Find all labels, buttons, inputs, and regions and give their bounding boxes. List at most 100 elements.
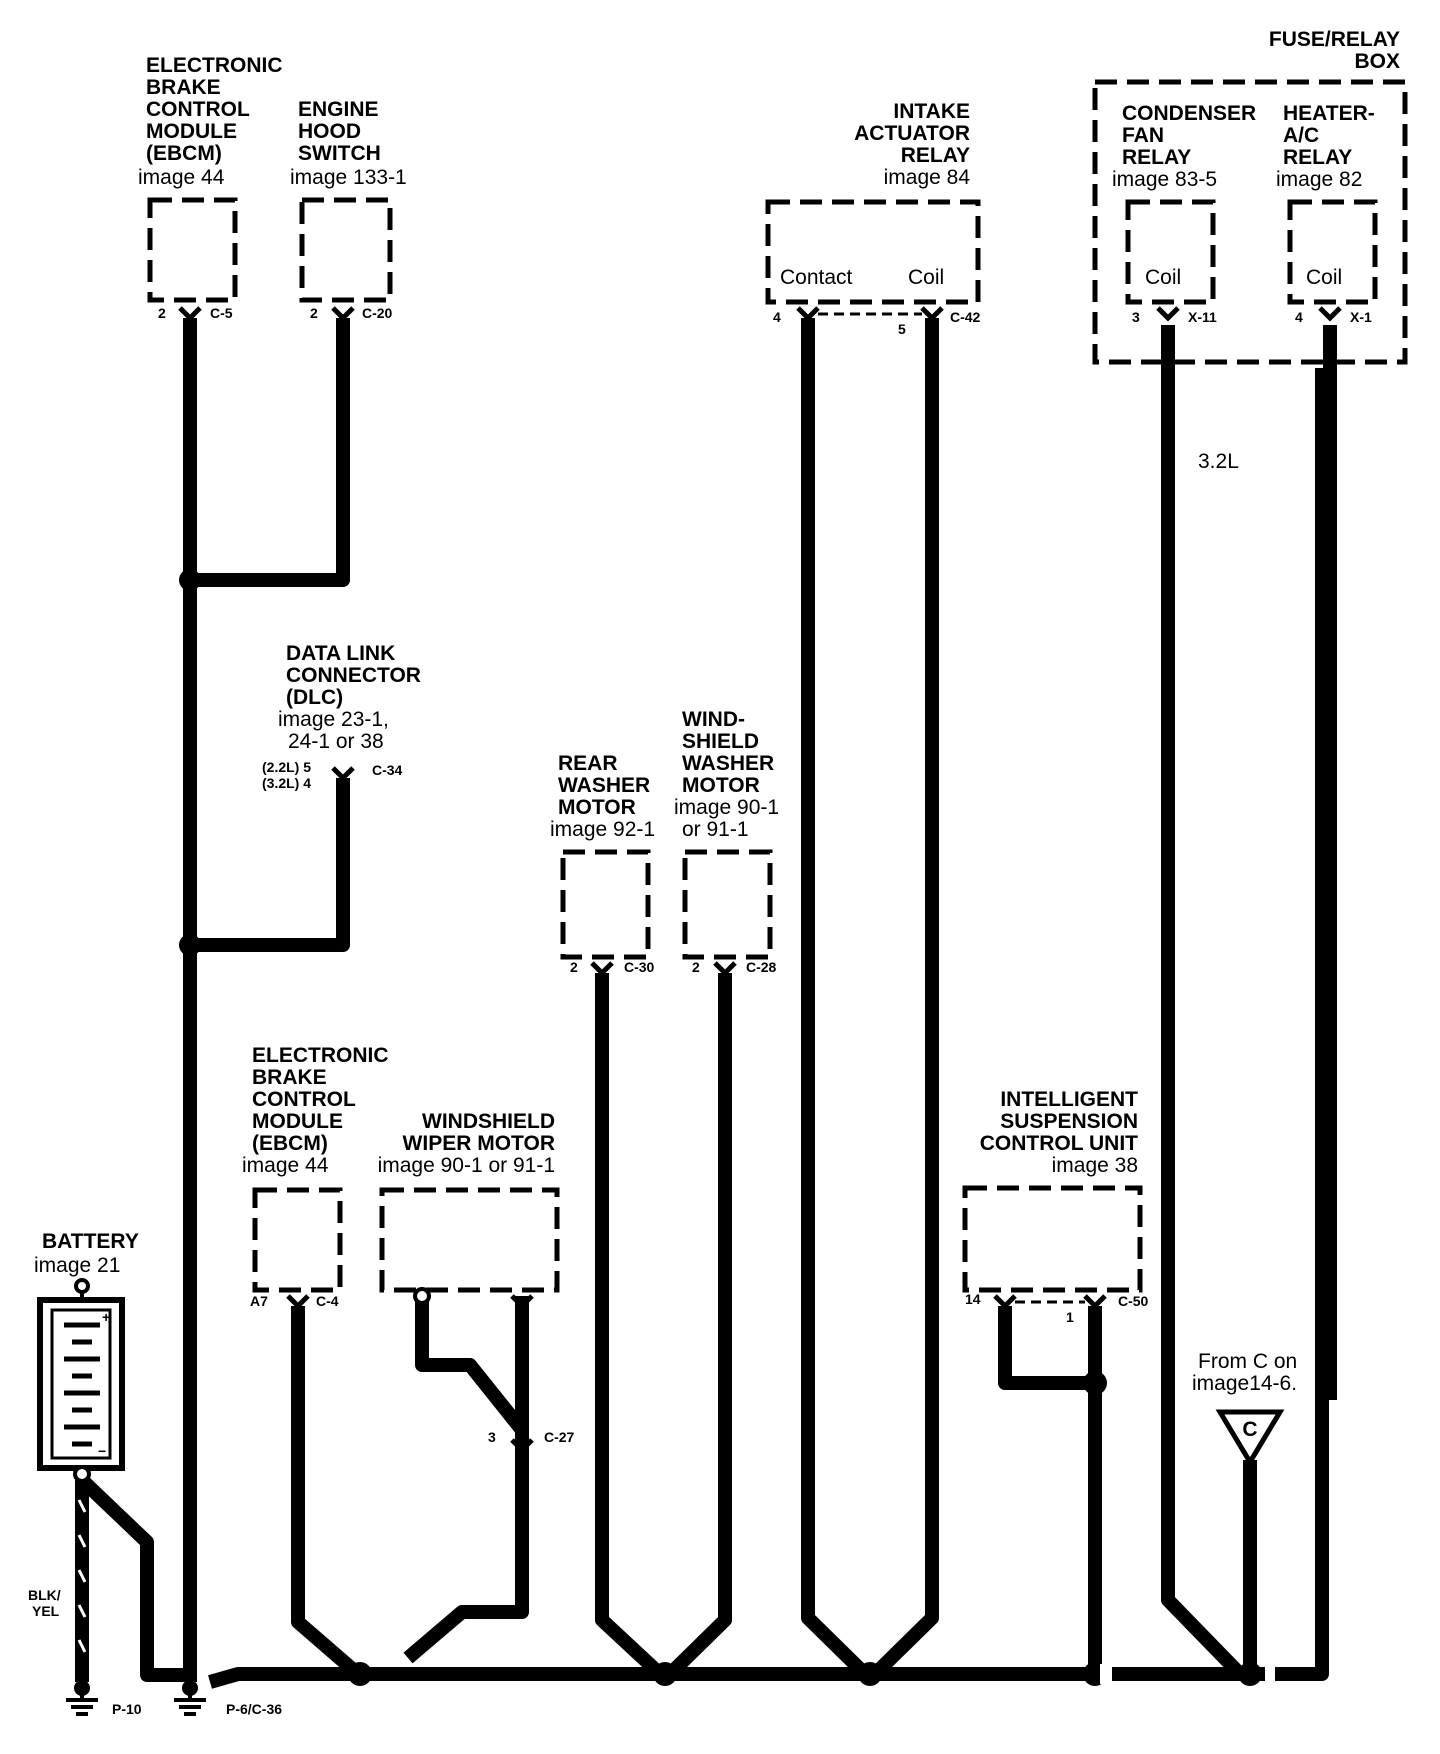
heater-line3: RELAY: [1283, 146, 1352, 169]
battery-minus: −: [98, 1443, 106, 1459]
battery-ref: image 21: [34, 1254, 120, 1277]
wire-intake-coil: [870, 318, 939, 1679]
suspension-line3: CONTROL UNIT: [980, 1132, 1138, 1155]
battery: BATTERY image 21 + − BLK/ YEL: [28, 1230, 139, 1653]
suspension-line2: SUSPENSION: [1000, 1110, 1138, 1133]
splice-bus-1: [348, 1662, 372, 1686]
intake-relay-box: [765, 199, 981, 305]
from-c-note: From C on image14-6. C: [1192, 1350, 1297, 1467]
ebcm-bottom-line3: CONTROL: [252, 1088, 356, 1111]
wire-intake-contact: [801, 318, 870, 1679]
component-boxes: [147, 79, 1408, 1293]
condenser-ref: image 83-5: [1112, 168, 1217, 191]
hood-switch-box: [299, 197, 393, 303]
intake-relay-label: INTAKE ACTUATOR RELAY image 84 Contact C…: [773, 100, 981, 337]
suspension-pin-b: 1: [1066, 1309, 1074, 1325]
wire-wiper-a: [415, 1296, 528, 1435]
suspension-label: INTELLIGENT SUSPENSION CONTROL UNIT imag…: [965, 1088, 1149, 1325]
rear-washer-line1: REAR: [558, 752, 618, 775]
ws-washer-ref2: or 91-1: [682, 818, 749, 841]
dlc-line3: (DLC): [286, 686, 343, 709]
hood-line1: ENGINE: [298, 98, 379, 121]
condenser-line1: CONDENSER: [1122, 102, 1256, 125]
ebcm-bottom-pin: A7: [250, 1293, 268, 1309]
wire-ws-washer: [665, 973, 732, 1679]
ebcm-top-label: ELECTRONIC BRAKE CONTROL MODULE (EBCM) i…: [138, 54, 283, 321]
condenser-line2: FAN: [1122, 124, 1164, 147]
ground-label-p10: P-10: [112, 1701, 142, 1717]
dlc-line2: CONNECTOR: [286, 664, 421, 687]
ebcm-top-line1: ELECTRONIC: [146, 54, 283, 77]
hood-switch-label: ENGINE HOOD SWITCH image 133-1 2 C-20: [290, 98, 407, 321]
dlc-line1: DATA LINK: [286, 642, 395, 665]
wiper-motor-label: WINDSHIELD WIPER MOTOR image 90-1 or 91-…: [378, 1110, 575, 1445]
wire-ground-bus: [208, 368, 1329, 1689]
wiper-line1: WINDSHIELD: [422, 1110, 555, 1133]
wiper-connector: C-27: [544, 1429, 575, 1445]
wire-battery-to-bus: [77, 1474, 190, 1682]
ebcm-top-connector: C-5: [210, 305, 233, 321]
dlc-ref1: image 23-1,: [278, 708, 389, 731]
wire-rear-washer: [595, 973, 665, 1680]
engine-variant-note: 3.2L: [1198, 450, 1239, 473]
ebcm-bottom-line4: MODULE: [252, 1110, 343, 1133]
fuse-line2: BOX: [1354, 50, 1400, 73]
hood-pin: 2: [310, 305, 318, 321]
intake-pin-contact: 4: [773, 309, 781, 325]
from-c-line1: From C on: [1198, 1350, 1297, 1373]
heater-relay-label: HEATER- A/C RELAY image 82 Coil 4 X-1: [1276, 102, 1375, 325]
fuse-box-outline: [1092, 79, 1408, 365]
rear-washer-connector: C-30: [624, 959, 655, 975]
splice-hood: [179, 569, 201, 591]
splice-bus-2: [653, 1662, 677, 1686]
fuse-line1: FUSE/RELAY: [1269, 28, 1400, 51]
splice-suspension: [1083, 1371, 1107, 1395]
splice-dlc: [179, 934, 201, 956]
connector-chevrons: [178, 306, 1342, 1454]
wire-ebcm-bottom: [291, 1306, 363, 1680]
wire-hood-switch: [190, 318, 350, 587]
hood-line3: SWITCH: [298, 142, 381, 165]
rear-washer-box: [560, 849, 651, 960]
ebcm-top-box: [147, 197, 238, 303]
intake-ref: image 84: [884, 166, 971, 189]
condenser-relay-box: [1125, 199, 1216, 305]
suspension-connector: C-50: [1118, 1293, 1149, 1309]
intake-coil-text: Coil: [908, 266, 944, 289]
dlc-ref2: 24-1 or 38: [288, 730, 384, 753]
heater-connector: X-1: [1350, 309, 1372, 325]
ebcm-top-line4: MODULE: [146, 120, 237, 143]
ebcm-bottom-box: [252, 1187, 343, 1293]
ws-washer-line1: WIND-: [682, 708, 745, 731]
intake-line2: ACTUATOR: [854, 122, 970, 145]
wiper-motor-box: [379, 1187, 560, 1293]
ebcm-bottom-line1: ELECTRONIC: [252, 1044, 389, 1067]
suspension-box: [962, 1185, 1143, 1293]
dlc-pin-22: (2.2L) 5: [262, 759, 311, 775]
battery-wire-color2: YEL: [32, 1603, 60, 1619]
splice-bus-3: [858, 1662, 882, 1686]
hood-connector: C-20: [362, 305, 393, 321]
ebcm-bottom-line2: BRAKE: [252, 1066, 327, 1089]
wire-wiper-c27: [403, 1445, 529, 1664]
ws-washer-connector: C-28: [746, 959, 777, 975]
hood-line2: HOOD: [298, 120, 361, 143]
heater-line1: HEATER-: [1283, 102, 1375, 125]
wire-suspension-14: [998, 1306, 1090, 1390]
intake-line1: INTAKE: [893, 100, 970, 123]
fuse-box-label: FUSE/RELAY BOX: [1269, 28, 1400, 73]
rear-washer-label: REAR WASHER MOTOR image 92-1 2 C-30: [550, 752, 655, 975]
ws-washer-ref1: image 90-1: [674, 796, 779, 819]
wire-condenser-relay: [1161, 325, 1246, 1679]
intake-connector: C-42: [950, 309, 981, 325]
condenser-coil-text: Coil: [1145, 266, 1181, 289]
wires: [75, 318, 1337, 1689]
ebcm-bottom-connector: C-4: [316, 1293, 339, 1309]
ebcm-top-line5: (EBCM): [146, 142, 222, 165]
suspension-ref: image 38: [1052, 1154, 1138, 1177]
condenser-connector: X-11: [1188, 309, 1217, 325]
ws-washer-line4: MOTOR: [682, 774, 760, 797]
rear-washer-pin: 2: [570, 959, 578, 975]
battery-title: BATTERY: [42, 1230, 139, 1253]
